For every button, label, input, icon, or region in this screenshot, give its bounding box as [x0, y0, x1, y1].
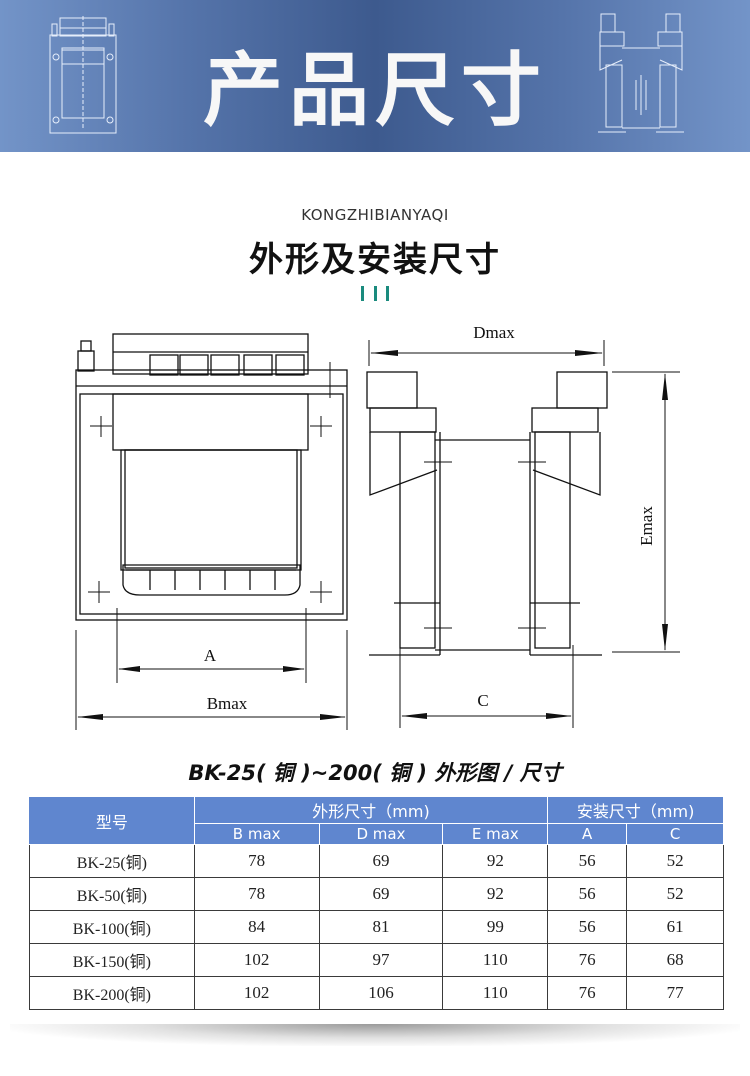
- bottom-shadow-divider: [10, 1024, 740, 1046]
- cell-bmax: 78: [193, 877, 320, 911]
- section-heading: 外形及安装尺寸: [249, 240, 501, 280]
- cell-a: 56: [547, 844, 628, 878]
- cell-a: 56: [547, 877, 628, 911]
- cell-c: 52: [626, 844, 724, 878]
- cell-model: BK-50(铜): [29, 877, 195, 911]
- front-view: A Bmax: [75, 333, 348, 730]
- cell-a: 76: [547, 943, 628, 977]
- dim-label-emax: Emax: [637, 506, 656, 546]
- dim-label-bmax: Bmax: [207, 694, 248, 713]
- cell-emax: 110: [442, 943, 549, 977]
- cell-emax: 92: [442, 877, 549, 911]
- table-row: BK-50(铜) 78 69 92 56 52: [29, 877, 724, 911]
- col-emax: E max: [442, 823, 549, 845]
- table-row: BK-200(铜) 102 106 110 76 77: [29, 976, 724, 1010]
- outline-dimensions-header: 外形尺寸（mm): [193, 796, 549, 824]
- dim-label-a: A: [204, 646, 217, 665]
- mounting-dimensions-header: 安装尺寸（mm): [547, 796, 724, 824]
- cell-dmax: 81: [318, 910, 444, 944]
- cell-c: 61: [626, 910, 724, 944]
- cell-dmax: 69: [318, 844, 444, 878]
- banner-title: 产品尺寸: [203, 44, 547, 137]
- header-banner: 产品尺寸: [0, 0, 750, 152]
- cell-dmax: 106: [318, 976, 444, 1010]
- col-bmax: B max: [193, 823, 320, 845]
- cell-model: BK-200(铜): [29, 976, 195, 1010]
- cell-bmax: 102: [193, 976, 320, 1010]
- dim-label-dmax: Dmax: [473, 323, 515, 342]
- table-row: BK-25(铜) 78 69 92 56 52: [29, 844, 724, 878]
- cell-bmax: 78: [193, 844, 320, 878]
- table-row: BK-150(铜) 102 97 110 76 68: [29, 943, 724, 977]
- heading-decoration: [361, 286, 389, 301]
- cell-emax: 99: [442, 910, 549, 944]
- col-c: C: [626, 823, 724, 845]
- cell-model: BK-150(铜): [29, 943, 195, 977]
- table-row: BK-100(铜) 84 81 99 56 61: [29, 910, 724, 944]
- cell-bmax: 84: [193, 910, 320, 944]
- cell-bmax: 102: [193, 943, 320, 977]
- side-view: Dmax Emax C: [366, 323, 680, 728]
- cell-dmax: 69: [318, 877, 444, 911]
- cell-c: 52: [626, 877, 724, 911]
- dimension-table: 型号 外形尺寸（mm) 安装尺寸（mm) B max D max E max A…: [29, 796, 724, 1010]
- cell-a: 76: [547, 976, 628, 1010]
- cell-c: 68: [626, 943, 724, 977]
- dim-label-c: C: [477, 691, 488, 710]
- section-subtitle: KONGZHIBIANYAQI: [301, 206, 449, 224]
- transformer-side-outline-icon: [598, 13, 684, 133]
- cell-emax: 92: [442, 844, 549, 878]
- model-column-header: 型号: [29, 796, 195, 845]
- cell-dmax: 97: [318, 943, 444, 977]
- cell-c: 77: [626, 976, 724, 1010]
- cell-emax: 110: [442, 976, 549, 1010]
- transformer-front-outline-icon: [49, 16, 117, 134]
- col-dmax: D max: [318, 823, 444, 845]
- cell-a: 56: [547, 910, 628, 944]
- col-a: A: [547, 823, 628, 845]
- dimension-drawing: A Bmax Dmax: [75, 323, 680, 730]
- cell-model: BK-25(铜): [29, 844, 195, 878]
- drawing-caption: BK-25( 铜 )~200( 铜 ) 外形图 / 尺寸: [188, 761, 562, 785]
- cell-model: BK-100(铜): [29, 910, 195, 944]
